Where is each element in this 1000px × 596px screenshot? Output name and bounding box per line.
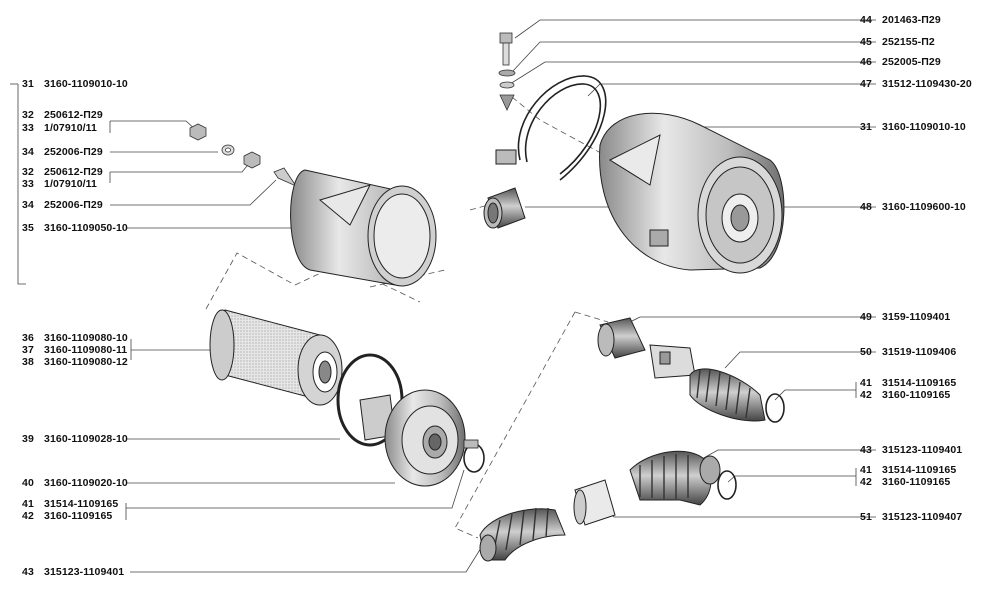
air-filter-housing-right bbox=[599, 112, 785, 274]
clamp-band bbox=[495, 75, 607, 181]
intake-sleeve bbox=[483, 187, 526, 229]
filter-cover-left bbox=[290, 169, 437, 287]
tube-51 bbox=[573, 479, 616, 526]
bolt-assembly bbox=[498, 32, 516, 111]
bottom-cover bbox=[359, 389, 466, 487]
elbow-hose-right bbox=[629, 450, 721, 506]
leader-lines-left bbox=[10, 83, 487, 573]
elbow-hose-left bbox=[479, 507, 566, 562]
group-bracket-31 bbox=[17, 84, 26, 285]
nuts-washers-left bbox=[189, 123, 298, 187]
filter-element bbox=[209, 309, 343, 406]
hose-clamp-right-upper bbox=[765, 393, 785, 423]
hose-49 bbox=[597, 317, 646, 359]
sensor-body bbox=[649, 344, 696, 379]
hose-50 bbox=[689, 368, 766, 422]
hose-clamp-left bbox=[463, 439, 485, 473]
hose-clamp-right-lower bbox=[717, 470, 737, 500]
